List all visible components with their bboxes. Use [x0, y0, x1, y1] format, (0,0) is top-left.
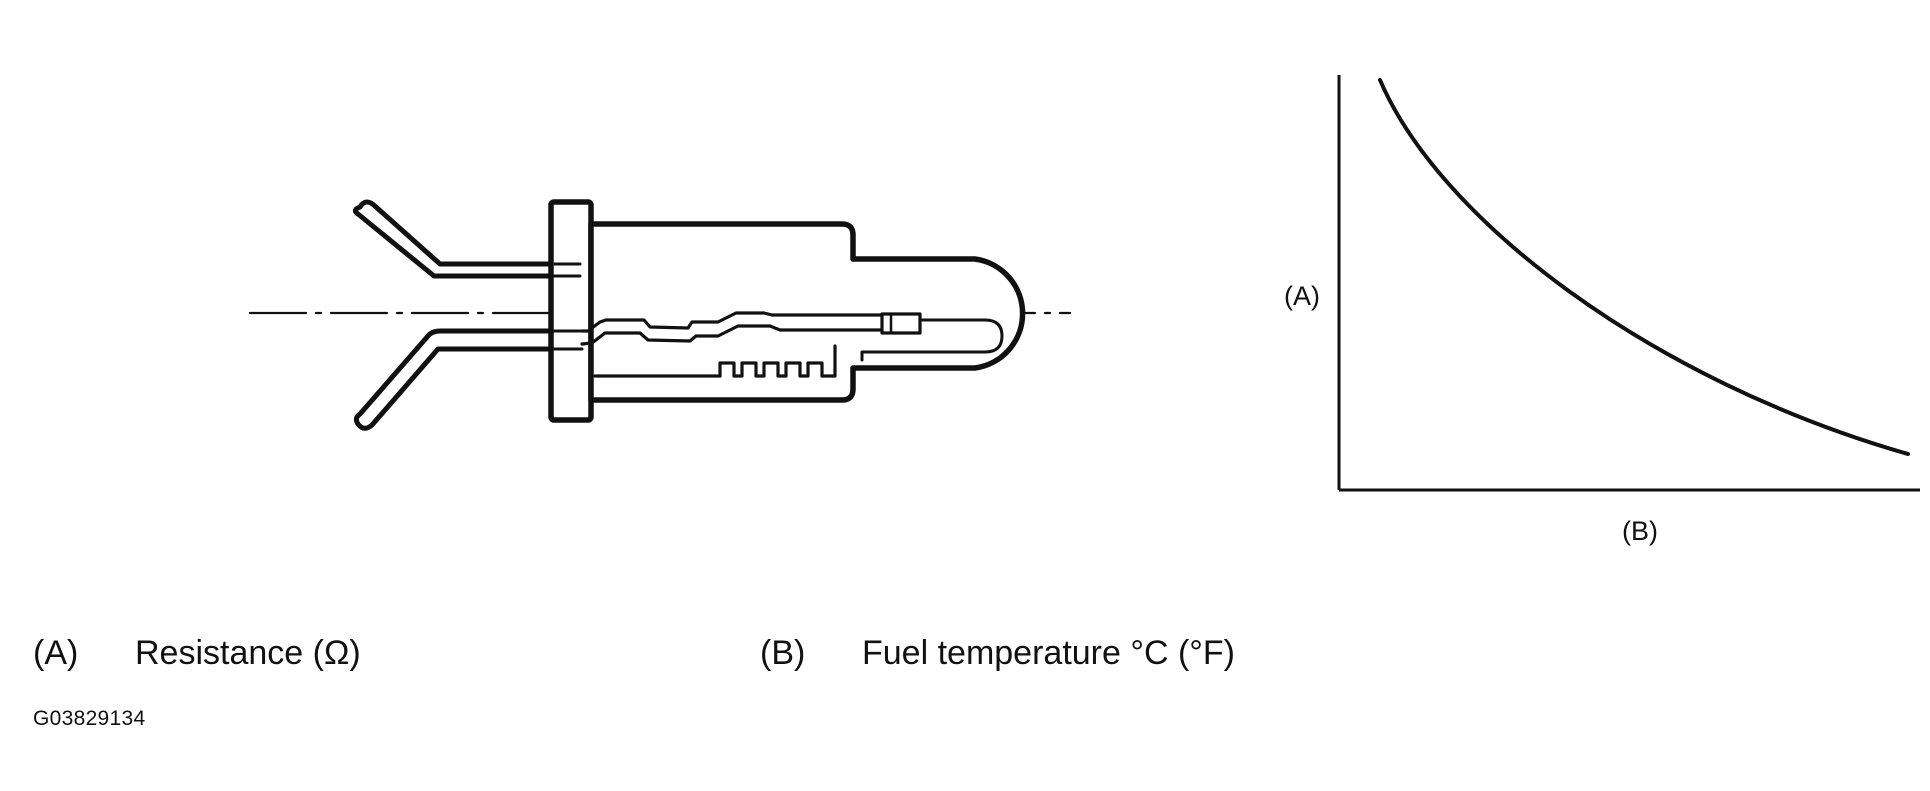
- upper-terminal-inside: [549, 262, 582, 278]
- legend-item-resistance: (A) Resistance (Ω): [33, 633, 361, 673]
- legend-text: Fuel temperature °C (°F): [862, 634, 1235, 672]
- internal-wiring: [580, 311, 1004, 378]
- sensor-flange: [548, 199, 594, 423]
- lead-wire-outer: [580, 311, 884, 333]
- legend-key: (A): [33, 634, 79, 672]
- thermistor-chip: [880, 312, 922, 335]
- legend-item-fuel-temperature: (B) Fuel temperature °C (°F): [760, 633, 1235, 673]
- lower-terminal: [353, 328, 554, 431]
- resistance-temperature-graph: (A) (B): [1284, 75, 1920, 546]
- upper-terminal: [352, 199, 554, 279]
- legend-text: Resistance (Ω): [135, 634, 361, 672]
- legend-key: (B): [760, 634, 806, 672]
- figure-id: G03829134: [33, 707, 146, 730]
- lead-wire-inner: [580, 324, 884, 346]
- x-axis-label: (B): [1622, 516, 1658, 546]
- sensor-body: [588, 221, 1026, 403]
- sensor-comb-element: [718, 344, 837, 378]
- bulb-wire-loop: [860, 318, 1004, 362]
- lower-terminal-inside: [549, 329, 584, 351]
- fuel-temperature-sensor-drawing: [248, 199, 1072, 431]
- resistance-curve: [1378, 78, 1910, 456]
- y-axis-label: (A): [1284, 281, 1320, 311]
